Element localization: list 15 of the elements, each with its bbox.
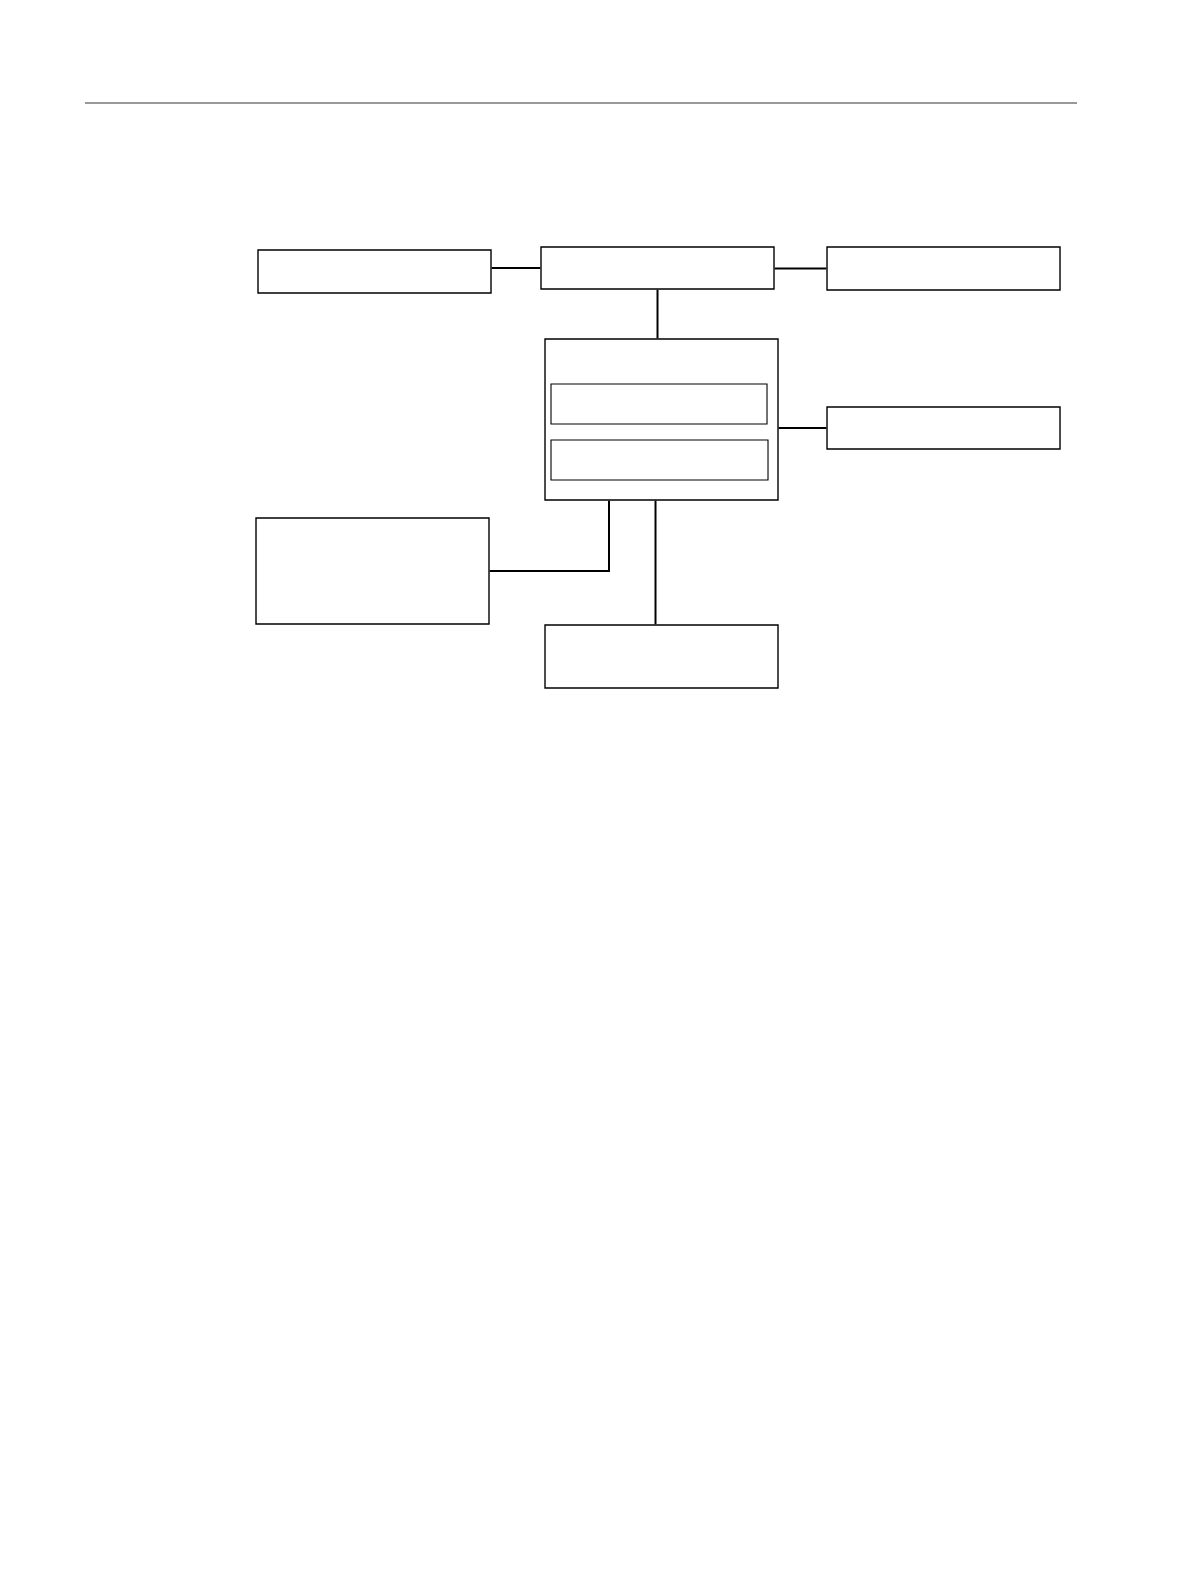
connector-line [654, 499, 657, 626]
connector-line [490, 267, 542, 269]
block-box [550, 383, 768, 425]
block-box [826, 246, 1061, 291]
block-box [544, 338, 779, 501]
connector-line [777, 427, 828, 429]
connector-line [773, 267, 828, 270]
block-box [255, 517, 490, 625]
block-box [540, 246, 775, 290]
block-box [544, 624, 779, 689]
block-box [826, 406, 1061, 450]
connector-line [656, 288, 659, 340]
block-box [550, 439, 769, 481]
block-box [257, 249, 492, 294]
connector-line [488, 499, 610, 572]
